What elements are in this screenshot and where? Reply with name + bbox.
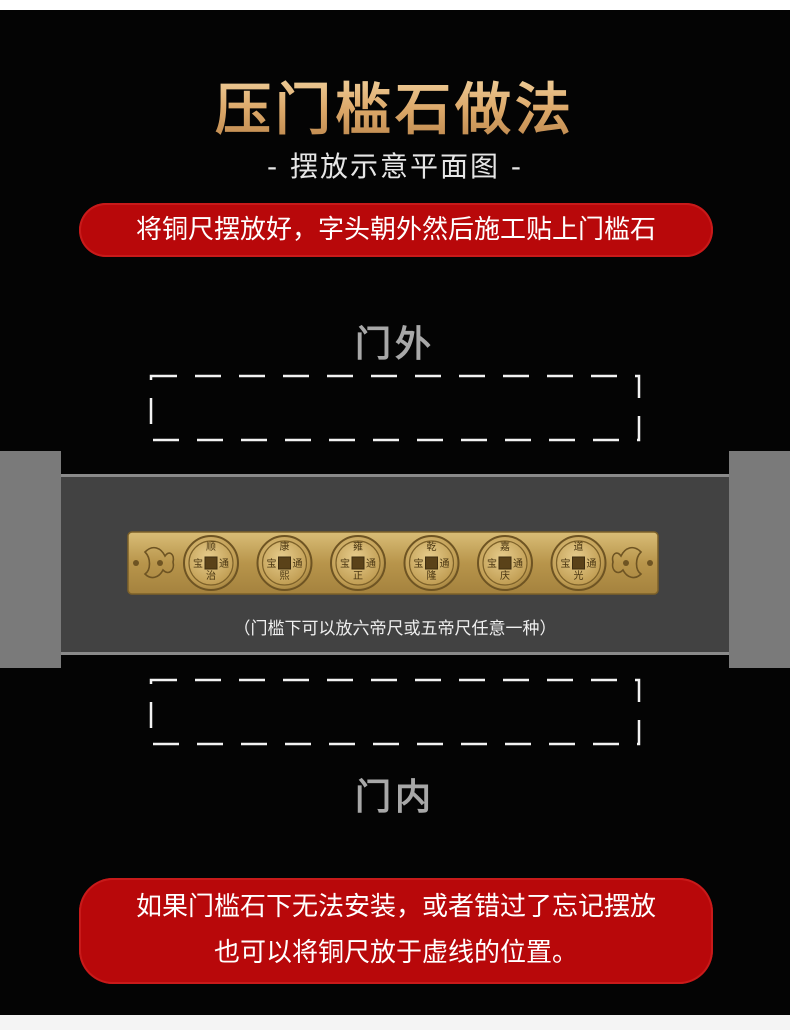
coin-character: 庆 [500,569,510,582]
instruction-text: 将铜尺摆放好，字头朝外然后施工贴上门槛石 [135,215,656,245]
inside-dashed-area [149,678,641,746]
coin-character: 宝 [561,557,571,570]
note-banner: 如果门槛石下无法安装，或者错过了忘记摆放 也可以将铜尺放于虚线的位置。 [79,878,713,984]
coin: 顺治宝 通 [183,535,239,591]
page-subtitle: - 摆放示意平面图 - [266,150,523,183]
brass-ruler: 顺治宝通康熙宝通雍正宝通乾隆宝通嘉庆宝通道光宝通 [127,531,659,595]
coin-character: 雍 [353,540,363,553]
coin: 雍正宝 通 [330,535,386,591]
outside-dashed-area [149,374,641,442]
coin-character: 通 [587,558,597,570]
coin-character: 光 [574,569,584,582]
page: 压门槛石做法 - 摆放示意平面图 - 将铜尺摆放好，字头朝外然后施工贴上门槛石 … [0,10,790,1015]
inside-label: 门内 [354,777,435,818]
coin-character: 隆 [427,569,437,582]
coin-character: 嘉 [500,540,510,553]
coin-character: 康 [280,540,290,553]
coin-character: 宝 [414,557,424,570]
coin-character: 乾 [427,540,437,553]
door-post-left [0,451,61,668]
coin-character: 道 [574,540,584,553]
coin-character: 正 [353,571,363,582]
coin-character: 通 [440,558,450,570]
note-line-1: 如果门槛石下无法安装，或者错过了忘记摆放 [135,892,656,922]
coin-character: 顺 [206,541,216,553]
door-post-right [729,451,790,668]
page-title: 压门槛石做法 [0,65,790,146]
coin-character: 熙 [280,570,290,582]
bat-ornament-right [611,546,643,579]
coin-character: 通 [366,558,376,570]
coin: 康熙宝 通 [256,535,313,591]
coin-character: 宝 [487,557,497,570]
coin-character: 宝 [340,557,350,570]
coin: 乾隆宝 通 [403,535,460,591]
bottom-strip [0,1015,790,1030]
coin: 嘉庆宝 通 [477,535,533,591]
coin-character: 宝 [193,557,203,570]
coin-character: 通 [293,558,303,570]
note-line-2: 也可以将铜尺放于虚线的位置。 [213,938,578,968]
coin: 道光宝 通 [550,535,607,591]
outside-label: 门外 [354,324,435,365]
instruction-banner: 将铜尺摆放好，字头朝外然后施工贴上门槛石 [79,203,713,257]
coin-character: 通 [219,558,229,570]
coin-character: 宝 [267,557,277,570]
coin-character: 通 [513,558,523,570]
bat-ornament-left [143,546,175,579]
coin-character: 治 [206,569,216,582]
ruler-caption: （门槛下可以放六帝尺或五帝尺任意一种） [233,619,557,639]
